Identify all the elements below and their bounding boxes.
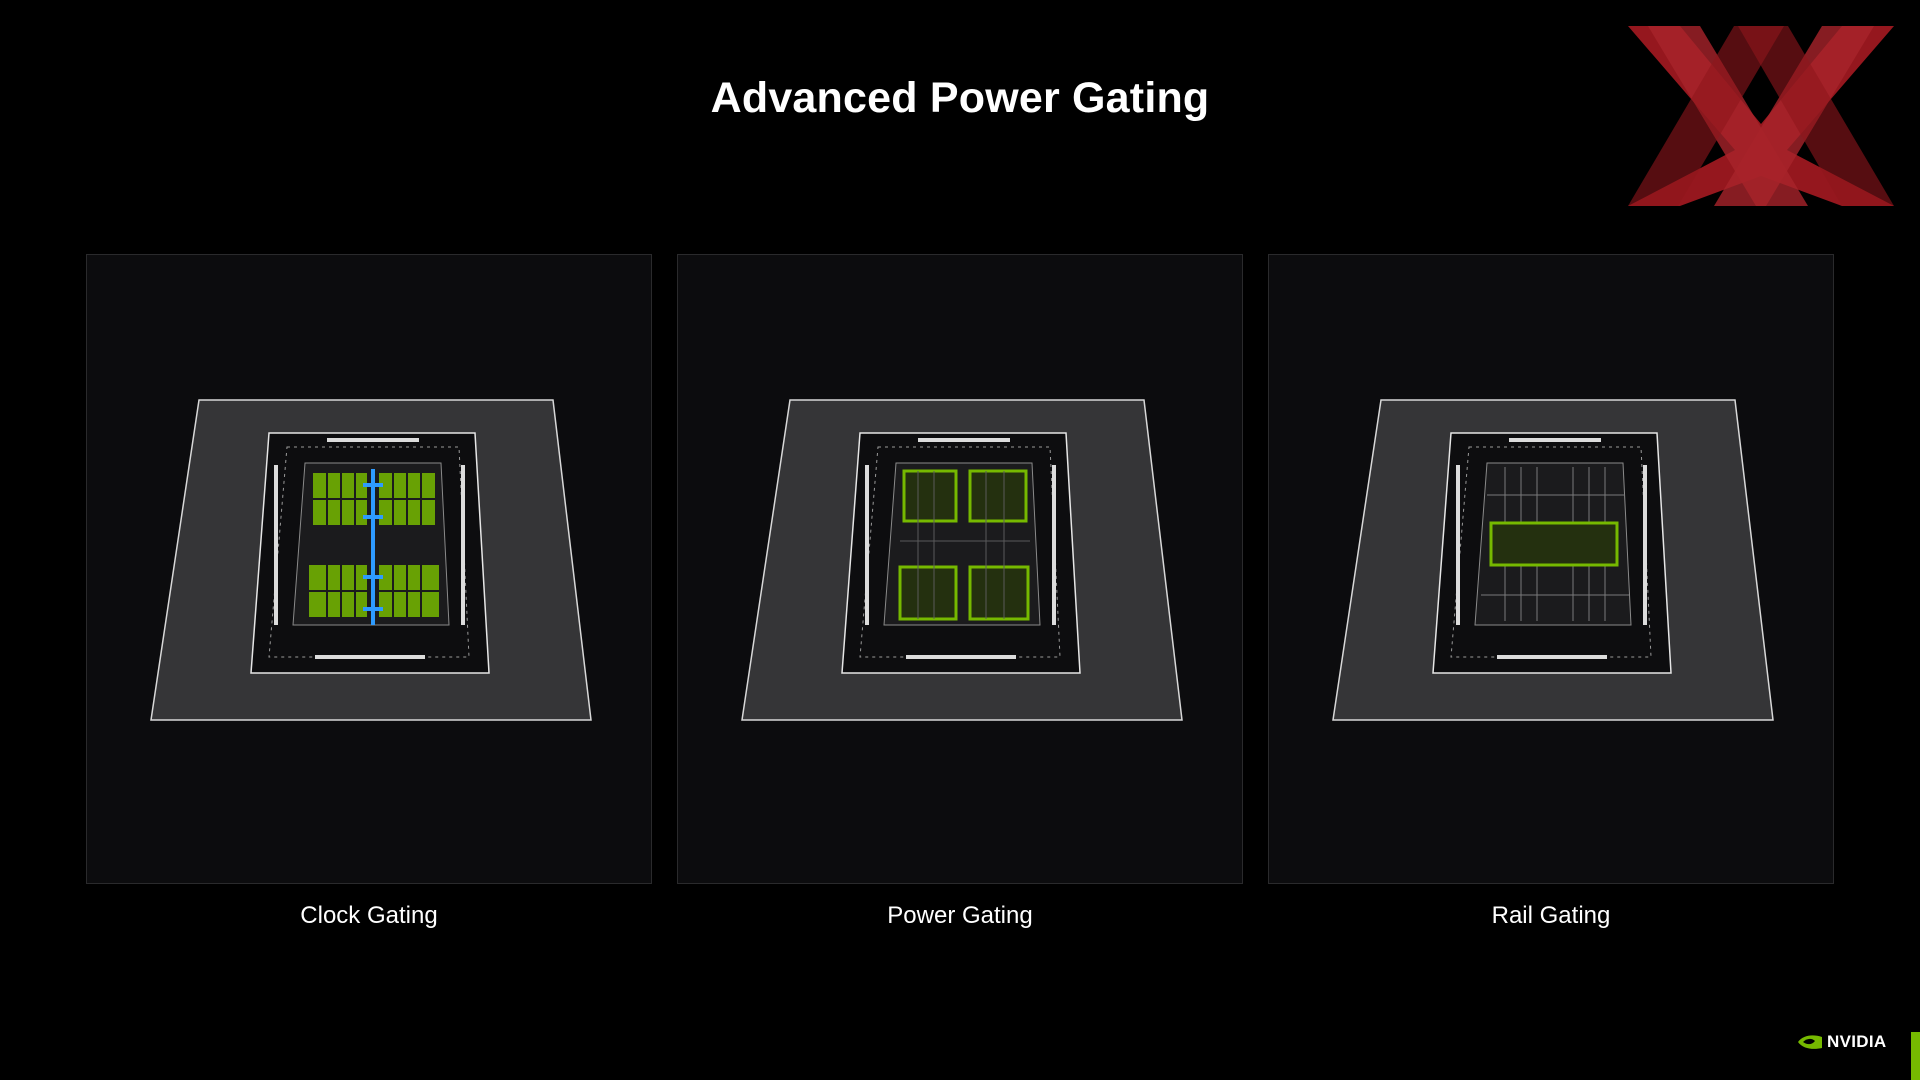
caption-rail-gating: Rail Gating	[1491, 902, 1611, 929]
caption-power-gating: Power Gating	[887, 902, 1033, 929]
gpu-chip-diagram	[150, 399, 592, 721]
gpu-chip-diagram	[1332, 399, 1774, 721]
gpc-blocks-highlight	[898, 469, 1030, 621]
panel-clock-gating	[86, 254, 652, 884]
watermark-logo	[1628, 26, 1894, 206]
gpu-chip-diagram	[741, 399, 1183, 721]
slide-title: Advanced Power Gating	[710, 74, 1210, 122]
nvidia-logo: NVIDIA	[1797, 1031, 1886, 1053]
clock-tree-highlight	[363, 469, 383, 625]
accent-bar	[1911, 1032, 1920, 1080]
rail-band-highlight	[1489, 521, 1619, 567]
panel-rail-gating	[1268, 254, 1834, 884]
caption-clock-gating: Clock Gating	[300, 902, 438, 929]
nvidia-eye-icon	[1798, 1035, 1822, 1049]
nvidia-logo-text: NVIDIA	[1827, 1032, 1887, 1051]
panel-power-gating	[677, 254, 1243, 884]
